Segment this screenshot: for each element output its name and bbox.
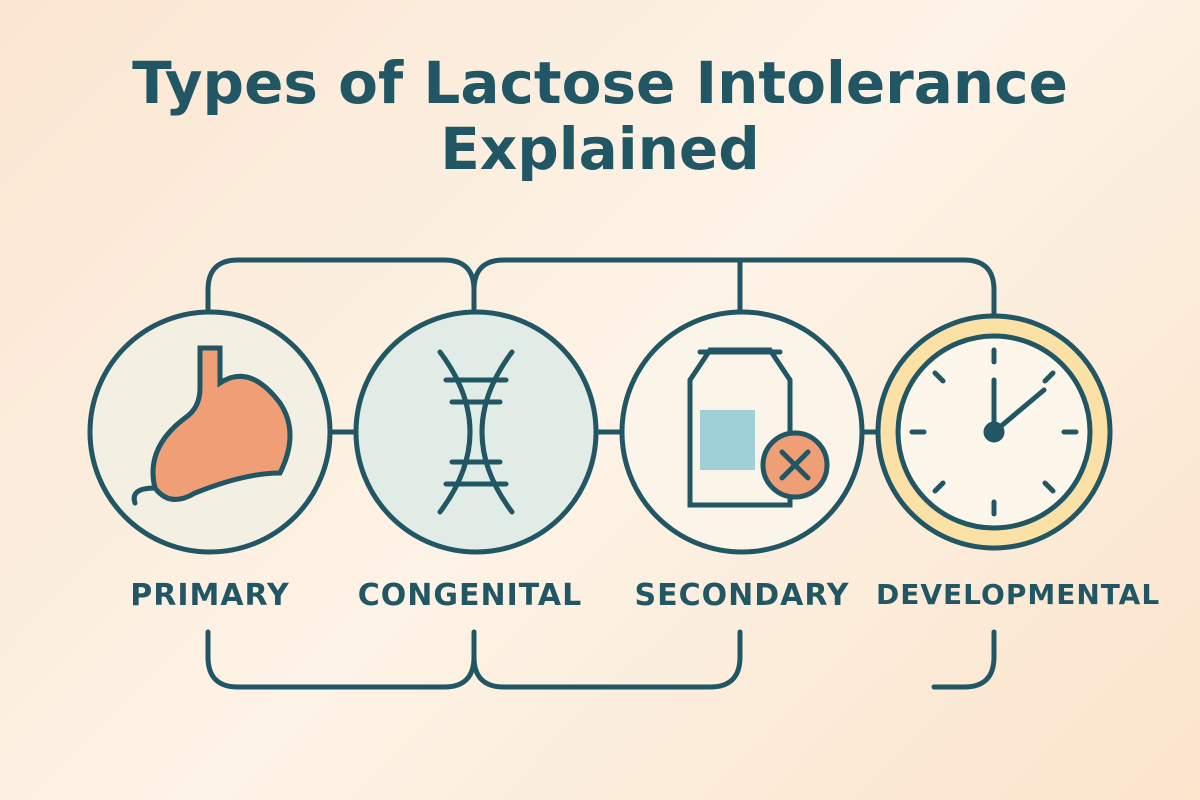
dna-icon [437,349,515,515]
label-primary: PRIMARY [130,578,290,613]
label-developmental: DEVELOPMENTAL [876,578,1161,611]
stomach-icon [131,345,293,506]
milk-carton-no-icon [687,347,830,508]
congenital-circle [353,309,599,555]
label-congenital: CONGENITAL [357,578,583,613]
connector-lines [205,257,997,690]
title-line-2: Explained [440,115,760,183]
label-secondary: SECONDARY [634,578,850,613]
title-line-1: Types of Lactose Intolerance [132,49,1068,117]
clock-icon [909,347,1079,517]
